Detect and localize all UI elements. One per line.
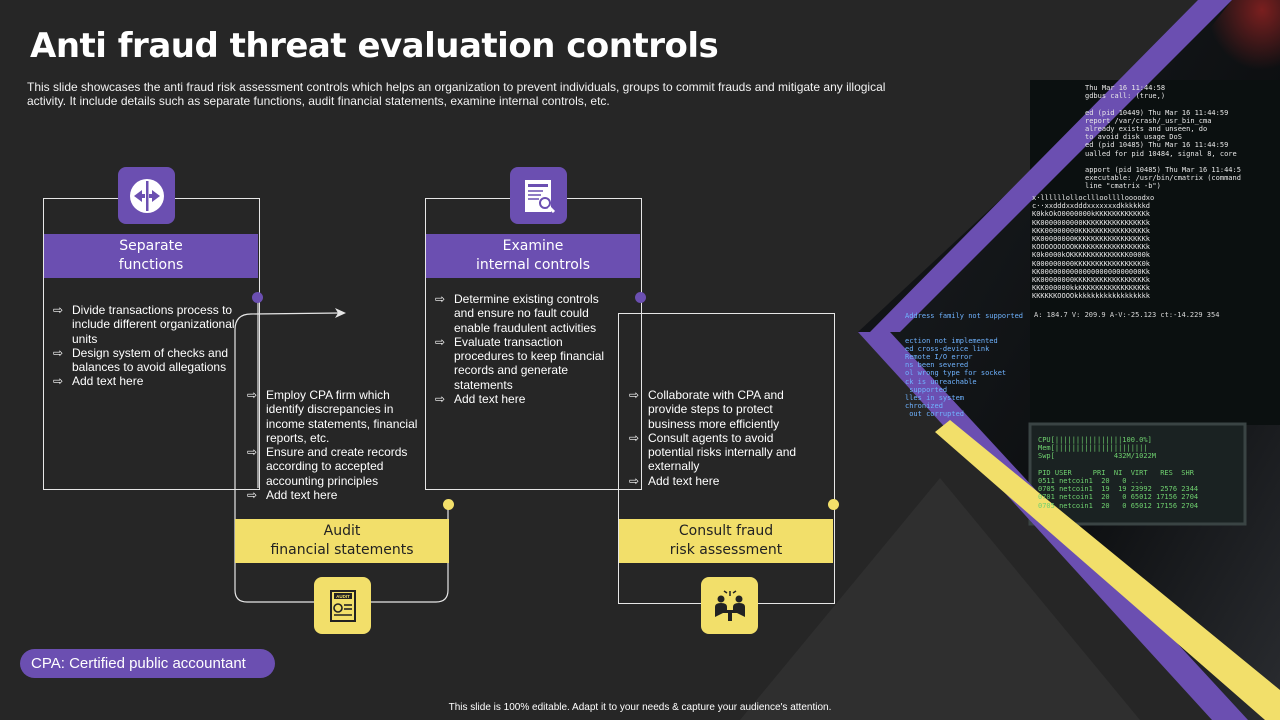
cpa-footnote: CPA: Certified public accountant — [20, 649, 275, 678]
footer-note: This slide is 100% editable. Adapt it to… — [448, 702, 832, 713]
card-examine-controls-list: ⇨Determine existing controls and ensure … — [435, 292, 615, 406]
card-audit-list: ⇨Employ CPA firm which identify discrepa… — [247, 388, 427, 502]
connector-dot — [443, 499, 454, 510]
svg-text:AUDIT: AUDIT — [336, 594, 350, 599]
list-item: ⇨Ensure and create records according to … — [247, 445, 408, 488]
list-item: ⇨Determine existing controls and ensure … — [435, 292, 599, 335]
arrow-bullet-icon: ⇨ — [629, 388, 640, 402]
terminal-text-blue: Address family not supported ection not … — [905, 312, 1024, 419]
connector-dot — [828, 499, 839, 510]
list-item: ⇨Employ CPA firm which identify discrepa… — [247, 388, 418, 445]
page-title: Anti fraud threat evaluation controls — [30, 26, 719, 66]
terminal-status-line: A: 184.7 V: 209.9 A-V:-25.123 ct:-14.229… — [1034, 311, 1220, 319]
terminal-htop: CPU[||||||||||||||||100.0%] Mem[||||||||… — [1038, 436, 1199, 510]
card-examine-controls-label: Examine internal controls — [426, 234, 640, 278]
arrow-bullet-icon: ⇨ — [247, 388, 258, 402]
arrow-bullet-icon: ⇨ — [629, 430, 640, 445]
card-consult-fraud-label: Consult fraud risk assessment — [619, 519, 833, 563]
list-item: ⇨Add text here — [247, 488, 338, 503]
audit-document-icon: AUDIT — [329, 589, 356, 622]
list-item: ⇨Design system of checks and balances to… — [53, 345, 229, 375]
arrow-bullet-icon: ⇨ — [53, 303, 64, 317]
arrow-bullet-icon: ⇨ — [629, 473, 640, 488]
list-item: ⇨Evaluate transaction procedures to keep… — [435, 334, 605, 392]
meeting-table-icon — [714, 589, 745, 621]
card-audit-icon-box: AUDIT — [314, 577, 371, 634]
arrow-bullet-icon: ⇨ — [435, 292, 446, 306]
arrow-bullet-icon: ⇨ — [435, 334, 446, 349]
list-item: ⇨Collaborate with CPA and provide steps … — [629, 388, 784, 431]
connector-dot — [252, 292, 263, 303]
report-magnifier-icon — [524, 179, 555, 213]
card-examine-controls-icon-box — [510, 167, 567, 224]
list-item: ⇨Consult agents to avoid potential risks… — [629, 430, 797, 474]
list-item: ⇨Add text here — [53, 374, 144, 389]
card-separate-functions-list: ⇨Divide transactions process to include … — [53, 303, 243, 389]
card-separate-functions-label: Separate functions — [44, 234, 258, 278]
arrow-bullet-icon: ⇨ — [53, 345, 64, 360]
card-separate-functions-icon-box — [118, 167, 175, 224]
card-audit-label: Audit financial statements — [235, 519, 449, 563]
arrow-bullet-icon: ⇨ — [435, 392, 446, 407]
list-item: ⇨Add text here — [435, 392, 526, 407]
card-consult-fraud-list: ⇨Collaborate with CPA and provide steps … — [629, 388, 809, 488]
page-subtitle: This slide showcases the anti fraud risk… — [27, 80, 886, 108]
list-item: ⇨Divide transactions process to include … — [53, 303, 235, 346]
arrow-bullet-icon: ⇨ — [247, 445, 258, 460]
split-arrows-icon — [129, 178, 164, 213]
card-consult-fraud-icon-box — [701, 577, 758, 634]
terminal-text-left: x·llllllollocllloolllloooodxo c··xxdddxx… — [1032, 194, 1155, 301]
terminal-text-top: Thu Mar 16 11:44:58 gdbus call: (true,) … — [1085, 84, 1241, 191]
connector-dot — [635, 292, 646, 303]
arrow-bullet-icon: ⇨ — [53, 374, 64, 389]
list-item: ⇨Add text here — [629, 473, 720, 488]
arrow-bullet-icon: ⇨ — [247, 488, 258, 503]
